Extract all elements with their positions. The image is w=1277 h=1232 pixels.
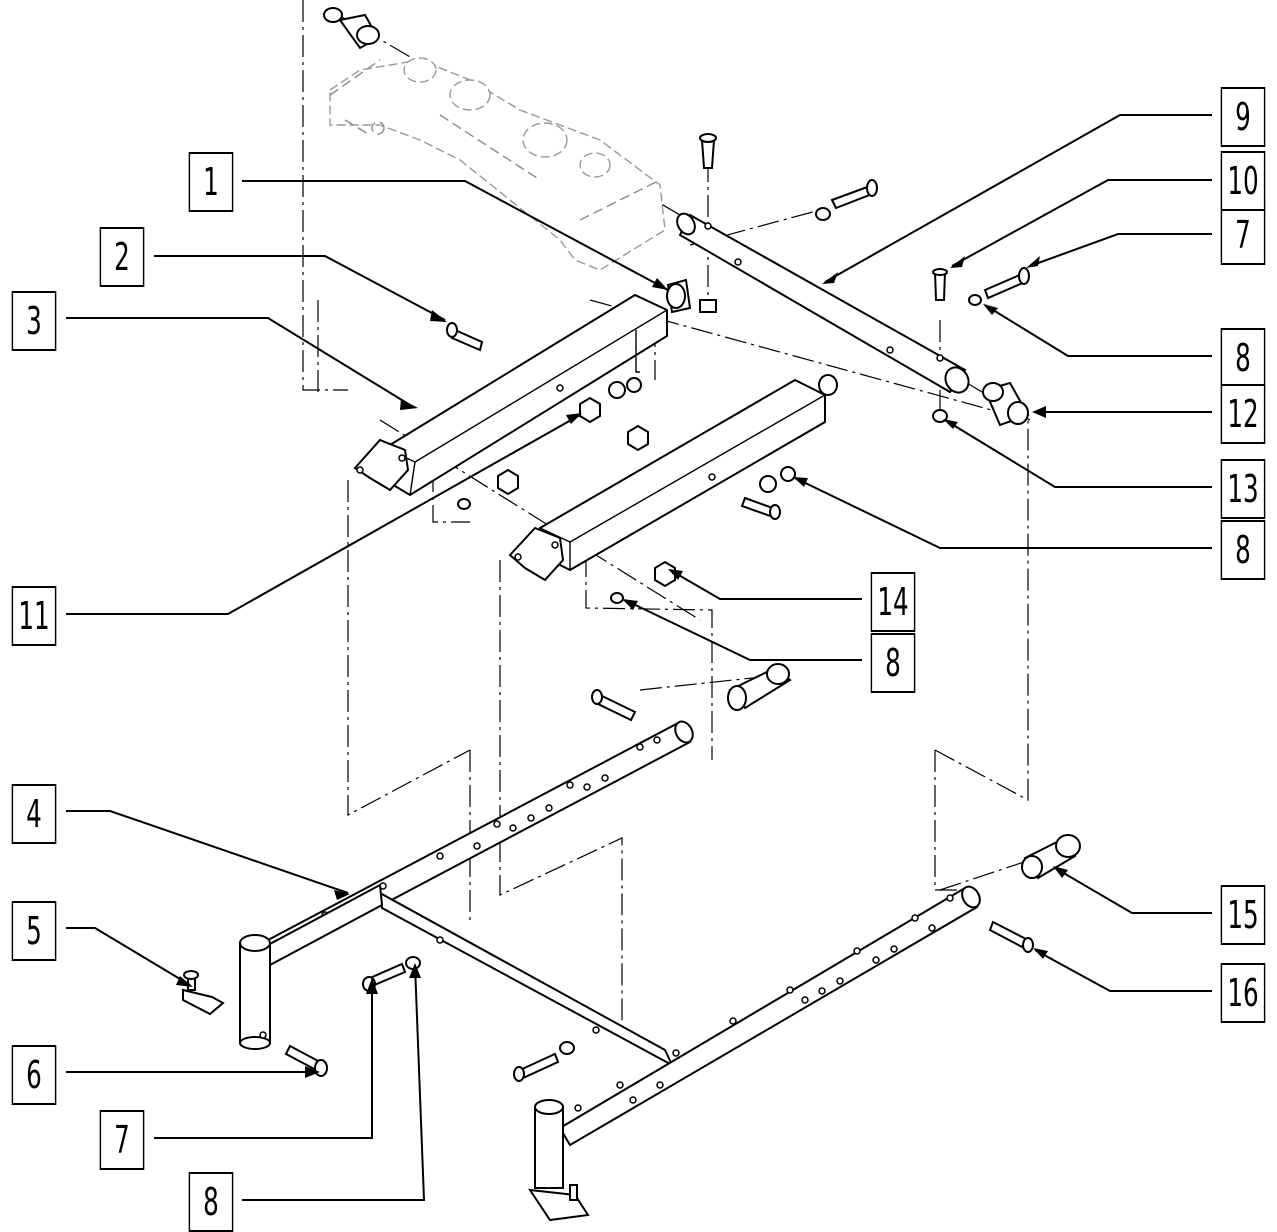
bolt-10 (932, 268, 948, 301)
callout-13: 13 (1220, 459, 1266, 519)
callout-2: 2 (99, 227, 145, 287)
callout-4: 4 (11, 784, 57, 844)
callout-6: 6 (11, 1045, 57, 1105)
spacer-1 (666, 278, 692, 314)
callout-1: 1 (188, 152, 234, 212)
callout-7-top: 7 (1220, 205, 1266, 265)
front-post-right (527, 1099, 590, 1222)
callout-3: 3 (11, 291, 57, 351)
bolt-7-top (983, 267, 1030, 300)
nut-13 (932, 409, 948, 423)
bolt-2 (446, 322, 484, 352)
callout-16: 16 (1220, 963, 1266, 1023)
pin-12 (982, 381, 1030, 427)
arrow-heads (176, 256, 1068, 1078)
callout-10: 10 (1220, 151, 1266, 211)
callout-7-bottom: 7 (99, 1110, 145, 1170)
callout-12: 12 (1220, 384, 1266, 444)
washer-8-lower (405, 956, 421, 970)
bolt-lower-middle (513, 1041, 575, 1082)
cross-tube (676, 212, 970, 394)
bolt-upper-middle (815, 179, 878, 221)
callout-5: 5 (11, 901, 57, 961)
rail-3 (353, 293, 668, 497)
callout-8-c: 8 (870, 633, 916, 693)
callout-8-d: 8 (188, 1172, 234, 1232)
front-post-left (239, 934, 271, 1050)
top-pin (323, 7, 380, 50)
frame-side-right (558, 885, 981, 1147)
vertical-bolt-top (699, 133, 717, 313)
bolt-16 (988, 920, 1034, 953)
washer-8-top (968, 294, 982, 306)
bracket-5 (182, 970, 225, 1016)
ghost-mount-hardware (329, 57, 666, 271)
pin-left-frame (727, 663, 792, 711)
callout-11: 11 (11, 586, 57, 646)
rail3-hardware (457, 377, 642, 510)
callout-8-a: 8 (1220, 328, 1266, 388)
bolt-left-frame-top (591, 689, 637, 722)
callout-9: 9 (1220, 87, 1266, 147)
rail-lower (508, 374, 838, 604)
callout-15: 15 (1220, 885, 1266, 945)
callout-8-b: 8 (1220, 520, 1266, 580)
leader-lines (66, 114, 1212, 1201)
callout-14: 14 (870, 572, 916, 632)
pin-15 (1021, 834, 1081, 880)
